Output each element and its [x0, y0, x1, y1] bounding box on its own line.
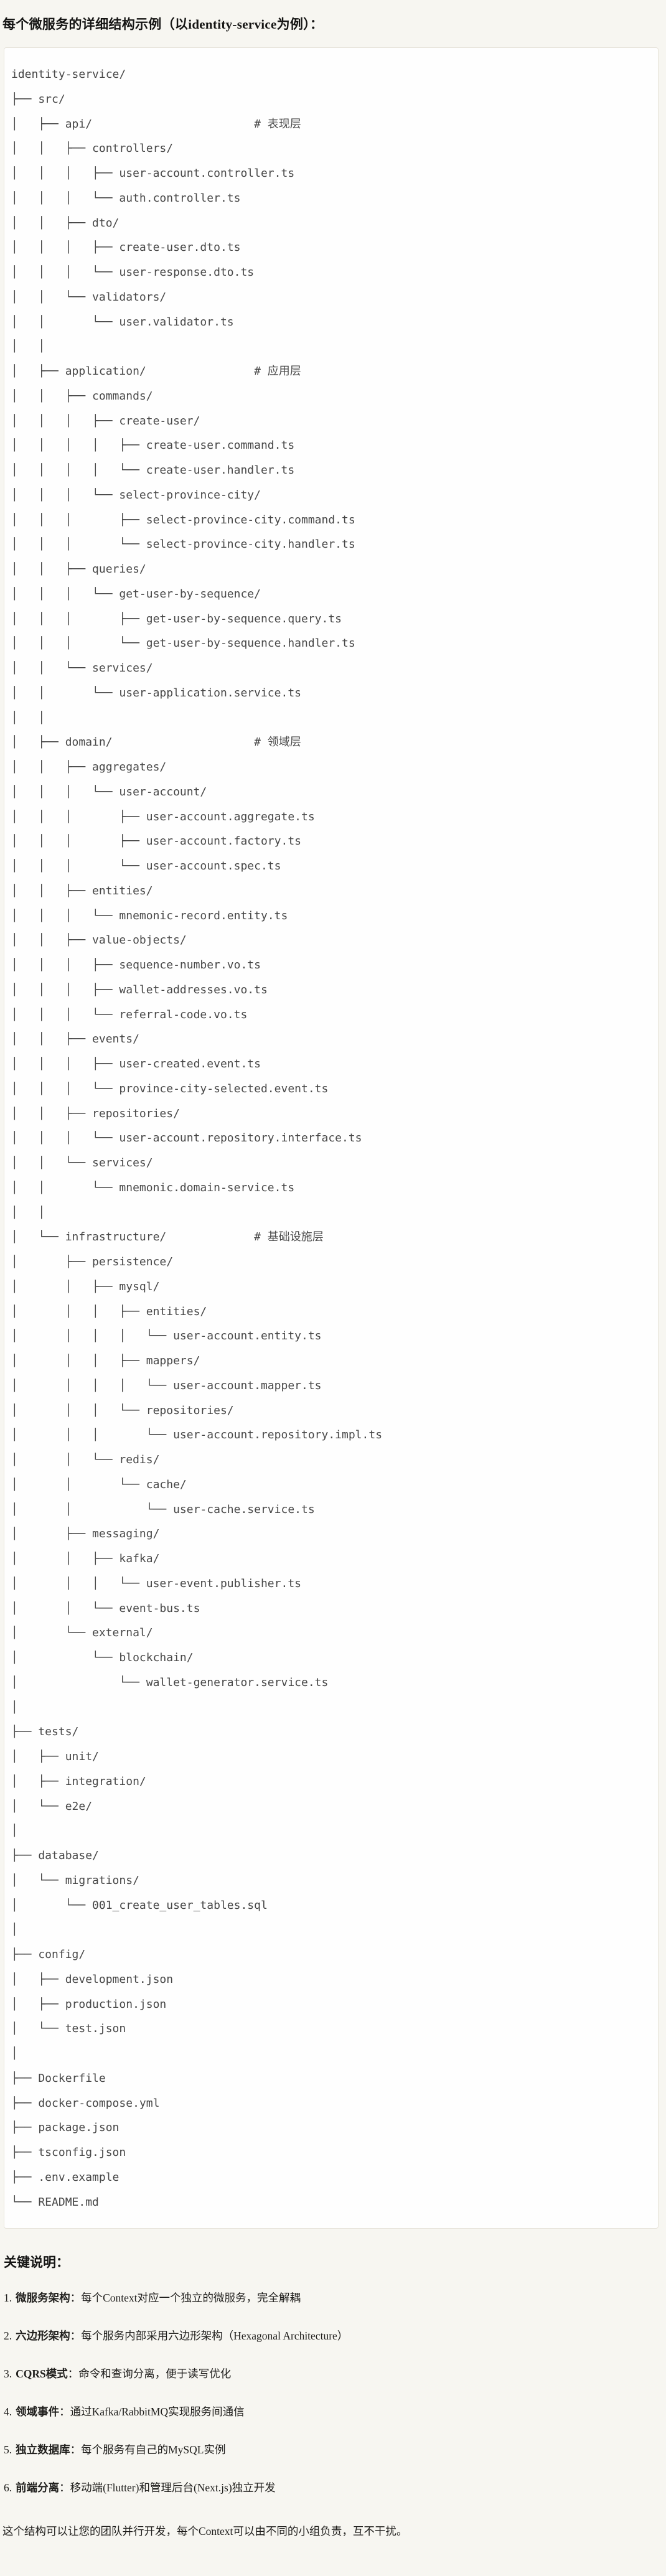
note-text: ：命令和查询分离，便于读写优化: [67, 2368, 232, 2381]
note-text: ：通过Kafka/RabbitMQ实现服务间通信: [59, 2405, 245, 2419]
note-label: CQRS模式: [16, 2368, 68, 2381]
document-page: 每个微服务的详细结构示例（以identity-service为例）： ident…: [0, 14, 666, 2539]
note-item: 1. 微服务架构：每个Context对应一个独立的微服务，完全解耦: [4, 2290, 660, 2306]
note-number: 2.: [4, 2330, 12, 2343]
directory-tree: identity-service/ ├── src/ │ ├── api/ # …: [11, 68, 383, 2209]
note-number: 6.: [4, 2481, 12, 2494]
note-text: ：移动端(Flutter)和管理后台(Next.js)独立开发: [59, 2481, 276, 2494]
page-title: 每个微服务的详细结构示例（以identity-service为例）：: [2, 17, 324, 32]
note-label: 微服务架构: [16, 2292, 70, 2305]
note-label: 独立数据库: [16, 2443, 70, 2457]
note-item: 6. 前端分离：移动端(Flutter)和管理后台(Next.js)独立开发: [4, 2480, 660, 2496]
note-item: 3. CQRS模式：命令和查询分离，便于读写优化: [4, 2366, 660, 2382]
note-number: 5.: [4, 2443, 12, 2457]
note-number: 3.: [4, 2368, 12, 2381]
note-text: ：每个服务内部采用六边形架构（Hexagonal Architecture）: [70, 2330, 349, 2343]
note-item: 5. 独立数据库：每个服务有自己的MySQL实例: [4, 2442, 660, 2458]
note-text: ：每个服务有自己的MySQL实例: [70, 2443, 226, 2457]
note-label: 六边形架构: [16, 2330, 70, 2343]
note-number: 4.: [4, 2405, 12, 2419]
note-label: 领域事件: [16, 2405, 60, 2419]
note-number: 1.: [4, 2292, 12, 2305]
notes-footer: 这个结构可以让您的团队并行开发，每个Context可以由不同的小组负责，互不干扰…: [2, 2525, 408, 2538]
note-label: 前端分离: [16, 2481, 60, 2494]
note-text: ：每个Context对应一个独立的微服务，完全解耦: [70, 2292, 301, 2305]
note-item: 2. 六边形架构：每个服务内部采用六边形架构（Hexagonal Architec…: [4, 2328, 660, 2344]
note-item: 4. 领域事件：通过Kafka/RabbitMQ实现服务间通信: [4, 2404, 660, 2420]
code-block: identity-service/ ├── src/ │ ├── api/ # …: [4, 47, 659, 2229]
notes-heading: 关键说明：: [4, 2255, 69, 2270]
